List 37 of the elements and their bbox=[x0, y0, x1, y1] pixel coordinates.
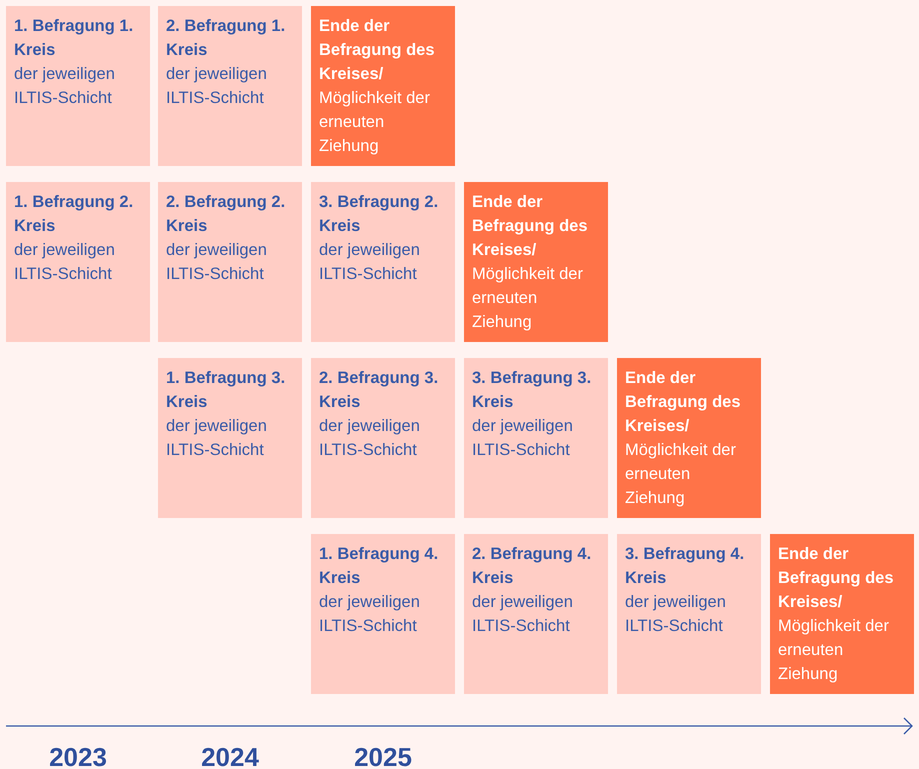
survey-box bbox=[158, 358, 302, 518]
year-label: 2023 bbox=[48, 741, 108, 769]
box-text: der jeweiligen ILTIS-Schicht bbox=[319, 592, 421, 637]
box-text: der jeweiligen ILTIS-Schicht bbox=[14, 240, 116, 285]
survey-box bbox=[311, 358, 455, 518]
box-text: Möglichkeit der erneuten Ziehung bbox=[472, 264, 584, 333]
survey-box bbox=[464, 534, 608, 694]
box-text: Möglichkeit der erneuten Ziehung bbox=[319, 88, 431, 157]
box-text: der jeweiligen ILTIS-Schicht bbox=[166, 416, 268, 461]
box-heading: Ende der Befragung des Kreises/ bbox=[319, 16, 436, 85]
box-text: der jeweiligen ILTIS-Schicht bbox=[472, 416, 574, 461]
survey-box bbox=[158, 6, 302, 166]
survey-box bbox=[6, 6, 150, 166]
end-box bbox=[770, 534, 914, 694]
box-heading: Ende der Befragung des Kreises/ bbox=[472, 192, 589, 261]
survey-box bbox=[158, 182, 302, 342]
box-heading: Ende der Befragung des Kreises/ bbox=[778, 544, 895, 613]
box-text: der jeweiligen ILTIS-Schicht bbox=[319, 416, 421, 461]
survey-box bbox=[311, 534, 455, 694]
box-text: der jeweiligen ILTIS-Schicht bbox=[166, 64, 268, 109]
survey-box bbox=[6, 182, 150, 342]
end-box bbox=[617, 358, 761, 518]
end-box bbox=[311, 6, 455, 166]
box-text: der jeweiligen ILTIS-Schicht bbox=[319, 240, 421, 285]
box-text: der jeweiligen ILTIS-Schicht bbox=[472, 592, 574, 637]
year-label: 2025 bbox=[353, 741, 413, 769]
box-text: Möglichkeit der erneuten Ziehung bbox=[778, 616, 890, 685]
box-text: der jeweiligen ILTIS-Schicht bbox=[166, 240, 268, 285]
year-label: 2024 bbox=[200, 741, 260, 769]
survey-box bbox=[311, 182, 455, 342]
box-text: der jeweiligen ILTIS-Schicht bbox=[625, 592, 727, 637]
survey-box bbox=[464, 358, 608, 518]
box-text: Möglichkeit der erneuten Ziehung bbox=[625, 440, 737, 509]
box-heading: Ende der Befragung des Kreises/ bbox=[625, 368, 742, 437]
box-text: der jeweiligen ILTIS-Schicht bbox=[14, 64, 116, 109]
end-box bbox=[464, 182, 608, 342]
survey-box bbox=[617, 534, 761, 694]
